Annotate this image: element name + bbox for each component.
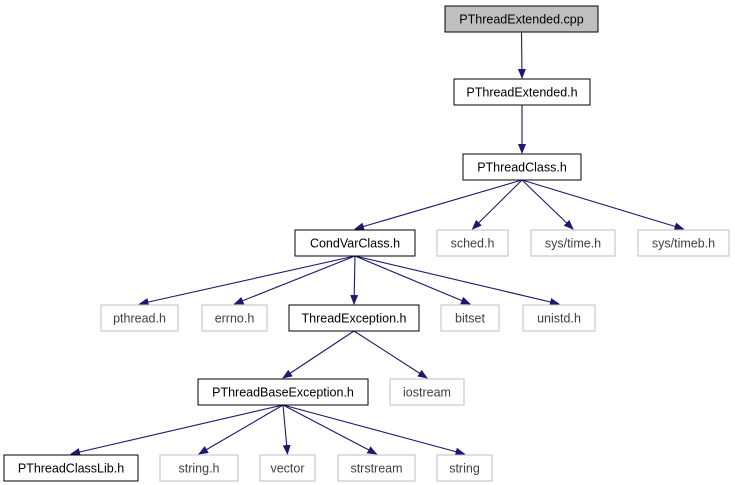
node-threadexception-h[interactable]: ThreadException.h [288,304,420,332]
edge-n9-n13 [353,330,428,379]
node-label: pthread.h [113,312,166,326]
node-string: string [436,454,493,482]
node-strstream: strstream [337,454,416,482]
edge-n12-n15 [198,404,284,455]
edge-n2-n6 [521,179,685,231]
node-vector: vector [259,454,316,482]
node-label: sys/time.h [545,237,601,251]
node-label: sched.h [451,237,495,251]
node-string-h: string.h [159,454,239,482]
edge-n12-n16 [282,404,291,455]
node-box [288,304,420,332]
node-pthreadextended-h[interactable]: PThreadExtended.h [453,78,591,106]
edge-n12-n18 [282,404,466,456]
node-box [444,5,599,33]
node-label: iostream [403,386,451,400]
node-sys-timeb-h: sys/timeb.h [637,229,730,257]
node-label: PThreadBaseException.h [212,386,354,400]
node-box [389,378,465,406]
node-label: CondVarClass.h [310,237,400,251]
node-box [197,378,369,406]
edge-n2-n3 [354,179,523,231]
node-box [440,304,500,332]
node-pthreadclass-h[interactable]: PThreadClass.h [462,153,582,181]
node-box [462,153,582,181]
node-unistd-h: unistd.h [522,304,596,332]
node-box [337,454,416,482]
node-box [453,78,591,106]
edges-layer [70,31,685,456]
nodes-layer: PThreadExtended.cppPThreadExtended.hPThr… [3,5,730,482]
node-bitset: bitset [440,304,500,332]
node-box [159,454,239,482]
node-iostream: iostream [389,378,465,406]
node-box [530,229,616,257]
node-box [637,229,730,257]
node-sys-time-h: sys/time.h [530,229,616,257]
node-label: PThreadClassLib.h [18,462,124,476]
edge-n9-n12 [282,330,355,379]
node-box [436,454,493,482]
node-box [436,229,509,257]
node-label: PThreadExtended.h [466,86,577,100]
node-label: string.h [179,462,220,476]
node-label: bitset [455,312,485,326]
node-label: PThreadClass.h [477,161,567,175]
node-label: strstream [350,462,402,476]
node-label: sys/timeb.h [652,237,715,251]
edge-n2-n5 [521,179,574,230]
node-pthreadbaseexception-h[interactable]: PThreadBaseException.h [197,378,369,406]
edge-n2-n4 [471,179,523,230]
node-label: string [449,462,480,476]
edge-n3-n9 [350,255,359,305]
edge-n12-n17 [282,404,378,455]
node-sched-h: sched.h [436,229,509,257]
node-label: vector [270,462,304,476]
node-condvarclass-h[interactable]: CondVarClass.h [294,229,416,257]
edge-n3-n11 [354,255,560,306]
node-box [3,454,139,482]
edge-n0-n1 [517,31,526,79]
node-box [294,229,416,257]
node-errno-h: errno.h [201,304,268,332]
node-pthread-h: pthread.h [100,304,179,332]
node-label: PThreadExtended.cpp [459,13,583,27]
edge-n3-n10 [354,255,471,305]
node-label: errno.h [215,312,255,326]
node-box [259,454,316,482]
node-label: ThreadException.h [302,312,407,326]
node-label: unistd.h [537,312,581,326]
edge-n3-n8 [233,255,356,305]
node-box [201,304,268,332]
node-pthreadclasslib-h[interactable]: PThreadClassLib.h [3,454,139,482]
node-pthreadextended-cpp[interactable]: PThreadExtended.cpp [444,5,599,33]
edge-n3-n7 [138,255,356,306]
node-box [522,304,596,332]
node-box [100,304,179,332]
edge-n12-n14 [70,404,284,456]
